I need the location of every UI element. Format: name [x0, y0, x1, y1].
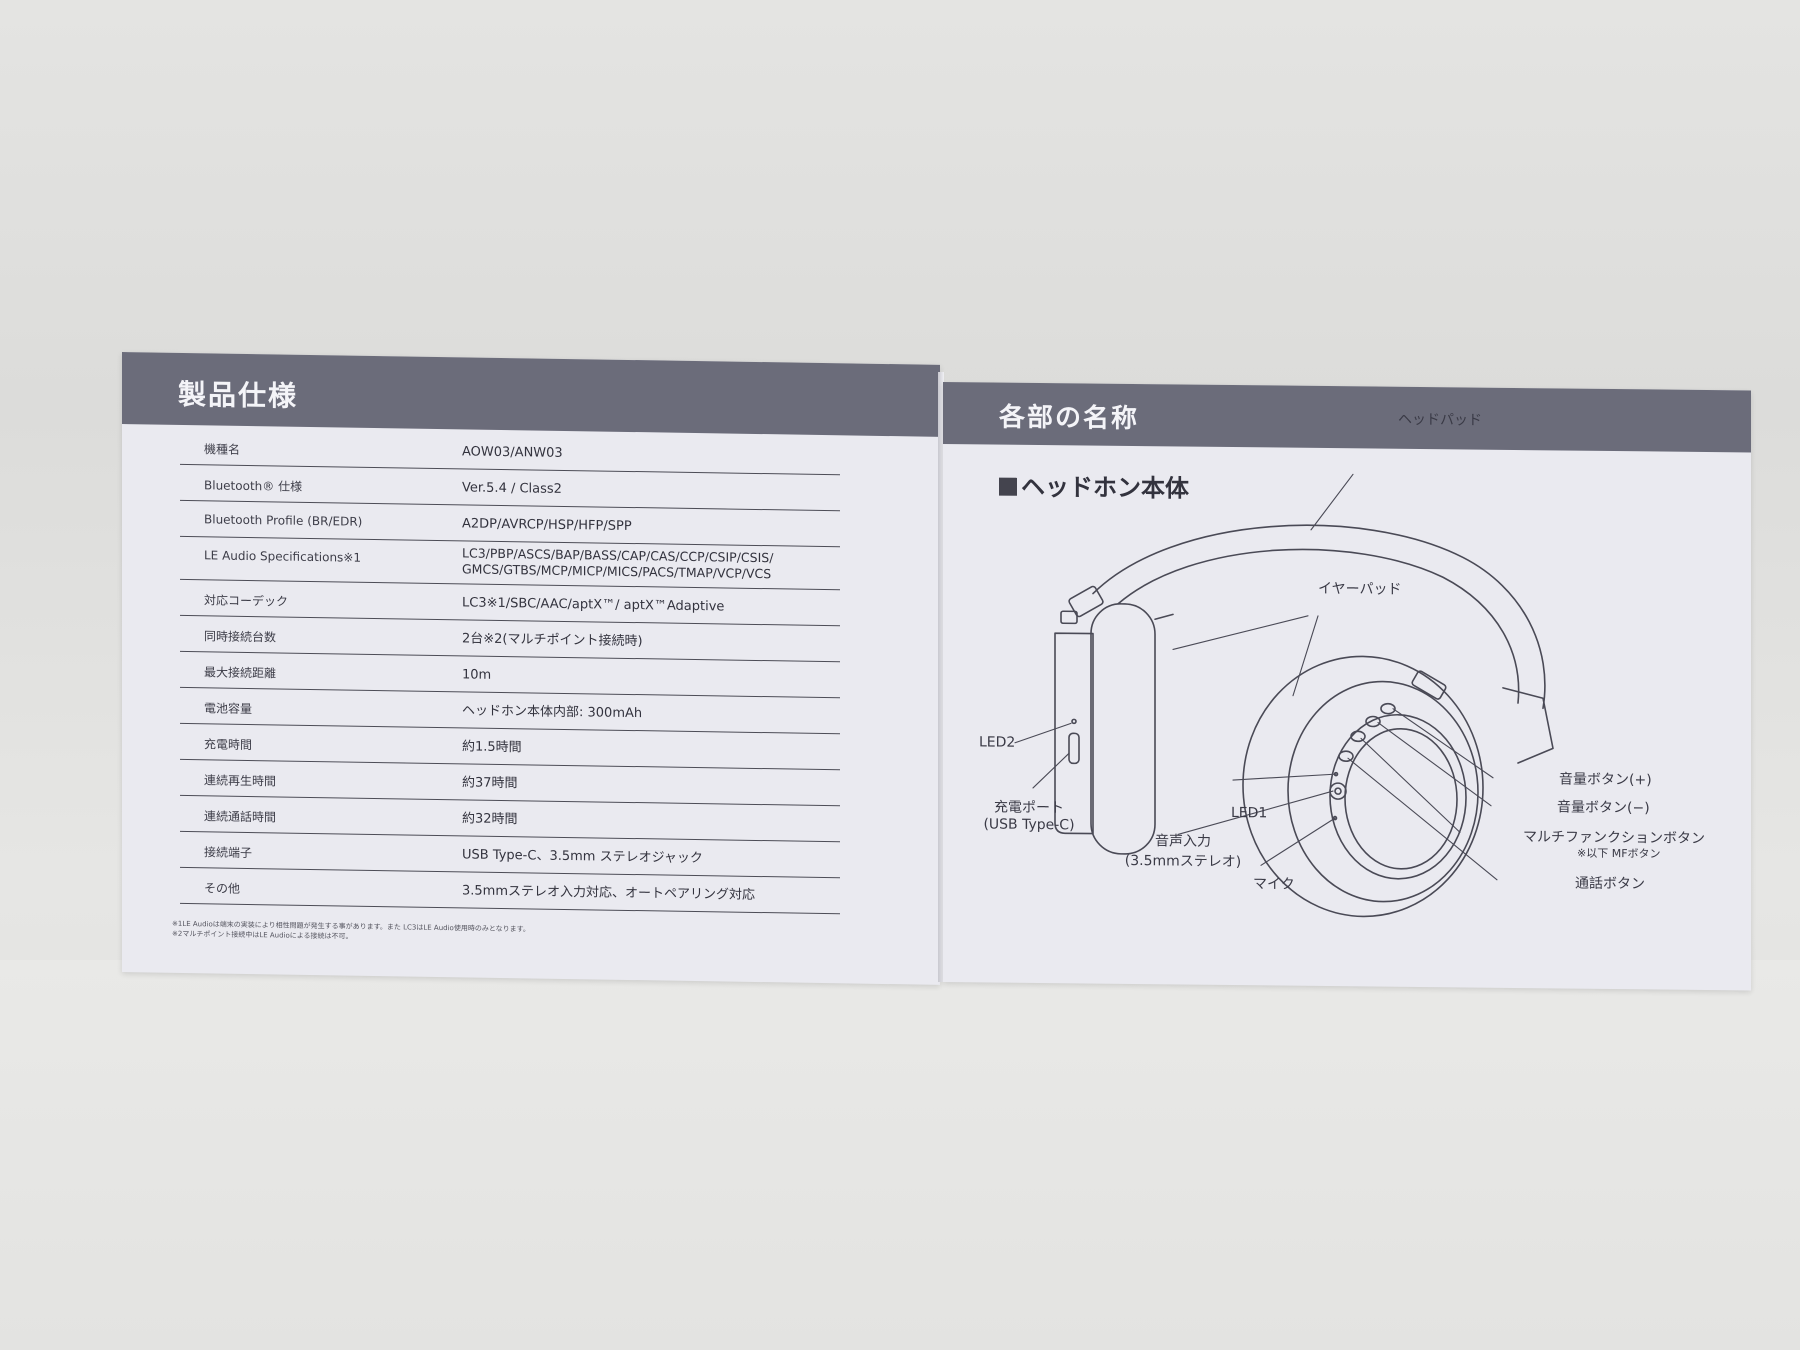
leader-call: [1347, 757, 1498, 881]
spec-label: 最大接続距離: [204, 665, 277, 681]
left-earpad: [1090, 603, 1156, 855]
spec-value: 10m: [462, 667, 492, 683]
spec-value: LC3/PBP/ASCS/BAP/BASS/CAP/CAS/CCP/CSIP/C…: [462, 545, 774, 582]
spec-value: 約37時間: [462, 775, 518, 792]
spec-label: 連続再生時間: [204, 773, 277, 789]
leader-earpad-right: [1292, 615, 1319, 697]
callout-audio-in-line1: 音声入力: [1155, 833, 1211, 850]
callout-charge-port: 充電ポート (USB Type-C): [979, 796, 1079, 834]
spec-label: 充電時間: [204, 737, 253, 753]
right-slider: [1411, 670, 1447, 700]
spec-value: USB Type-C、3.5mm ステレオジャック: [462, 847, 703, 867]
leader-vol-down: [1377, 722, 1492, 807]
spec-label: Bluetooth® 仕様: [204, 478, 303, 494]
callout-call-button: 通話ボタン: [1575, 875, 1645, 893]
parts-header-bar: 各部の名称: [943, 382, 1751, 453]
audio-jack: [1329, 782, 1347, 800]
leader-vol-up: [1392, 708, 1494, 779]
left-hinge: [1060, 610, 1078, 625]
spec-value: 3.5mmステレオ入力対応、オートペアリング対応: [462, 883, 756, 903]
headphone-diagram: [1014, 473, 1554, 918]
volume-down-button: [1365, 715, 1381, 728]
callout-volume-up: 音量ボタン(+): [1559, 771, 1652, 789]
spec-label: LE Audio Specifications※1: [204, 548, 361, 565]
spec-value: 約1.5時間: [462, 739, 522, 756]
spec-label: 連続通話時間: [204, 809, 277, 825]
callout-mic: マイク: [1253, 876, 1295, 893]
leader-charge-port: [1032, 752, 1070, 789]
callout-mf-note: ※以下 MFボタン: [1577, 846, 1661, 861]
usb-port: [1068, 732, 1080, 765]
volume-up-button: [1380, 702, 1396, 715]
spec-header-bar: 製品仕様: [122, 352, 940, 437]
headband-inner: [1117, 548, 1520, 704]
left-cup-back: [1054, 632, 1094, 835]
spec-value: Ver.5.4 / Class2: [462, 480, 562, 497]
leader-mic: [1260, 817, 1336, 866]
table-surface: [0, 960, 1800, 1350]
left-slider: [1068, 585, 1104, 618]
spec-page-title: 製品仕様: [178, 377, 299, 413]
leader-earpad-left: [1172, 615, 1309, 650]
audio-jack-core: [1334, 787, 1342, 795]
callout-led1: LED1: [1231, 805, 1268, 822]
right-cup-plate: [1329, 713, 1467, 880]
spec-table: 機種名 AOW03/ANW03 Bluetooth® 仕様 Ver.5.4 / …: [180, 428, 840, 915]
right-yoke: [1502, 687, 1554, 764]
right-earpad-outer: [1242, 655, 1484, 918]
spec-page: 製品仕様 機種名 AOW03/ANW03 Bluetooth® 仕様 Ver.5…: [122, 352, 940, 985]
spec-value: 約32時間: [462, 811, 518, 828]
callout-audio-in: 音声入力 (3.5mmステレオ): [1118, 830, 1248, 871]
spec-label: Bluetooth Profile (BR/EDR): [204, 512, 363, 529]
callout-headpad: ヘッドパッド: [1398, 411, 1482, 429]
leader-mf: [1360, 737, 1461, 833]
left-pad-edge: [1154, 613, 1174, 621]
spec-value: AOW03/ANW03: [462, 444, 563, 461]
spec-label: 電池容量: [204, 701, 253, 717]
callout-charge-port-line1: 充電ポート: [994, 799, 1064, 817]
right-cup: [1287, 680, 1479, 903]
call-button: [1338, 750, 1354, 763]
callout-led2: LED2: [979, 734, 1016, 751]
spec-label: 同時接続台数: [204, 629, 277, 645]
spec-value: 2台※2(マルチポイント接続時): [462, 631, 643, 650]
leader-led2: [1014, 722, 1072, 744]
spec-value: LC3※1/SBC/AAC/aptX™/ aptX™Adaptive: [462, 595, 725, 615]
parts-page-title: 各部の名称: [999, 402, 1140, 435]
footnotes: ※1LE Audioは端末の実装により相性問題が発生する事があります。また LC…: [172, 919, 692, 947]
leader-led1: [1232, 773, 1337, 781]
spec-label: 対応コーデック: [204, 593, 289, 609]
right-cup-inner: [1344, 727, 1458, 870]
spec-label: 機種名: [204, 442, 241, 457]
led2-dot: [1071, 718, 1077, 725]
callout-charge-port-line2: (USB Type-C): [983, 816, 1075, 834]
headband-outer: [1092, 524, 1546, 710]
spec-value: ヘッドホン本体内部: 300mAh: [462, 703, 643, 722]
spec-label: 接続端子: [204, 845, 253, 861]
parts-page: 各部の名称 ヘッドホン本体: [943, 382, 1751, 991]
mf-button: [1350, 730, 1366, 743]
callout-audio-in-line2: (3.5mmステレオ): [1124, 852, 1242, 871]
leader-audio-in: [1177, 790, 1334, 836]
spec-label: その他: [204, 881, 241, 896]
booklet-spine: [938, 372, 944, 982]
leader-headpad: [1310, 473, 1354, 531]
mic-hole: [1332, 815, 1338, 821]
callout-volume-down: 音量ボタン(−): [1557, 799, 1650, 817]
spec-value: A2DP/AVRCP/HSP/HFP/SPP: [462, 516, 632, 535]
callout-earpad: イヤーパッド: [1318, 580, 1402, 598]
